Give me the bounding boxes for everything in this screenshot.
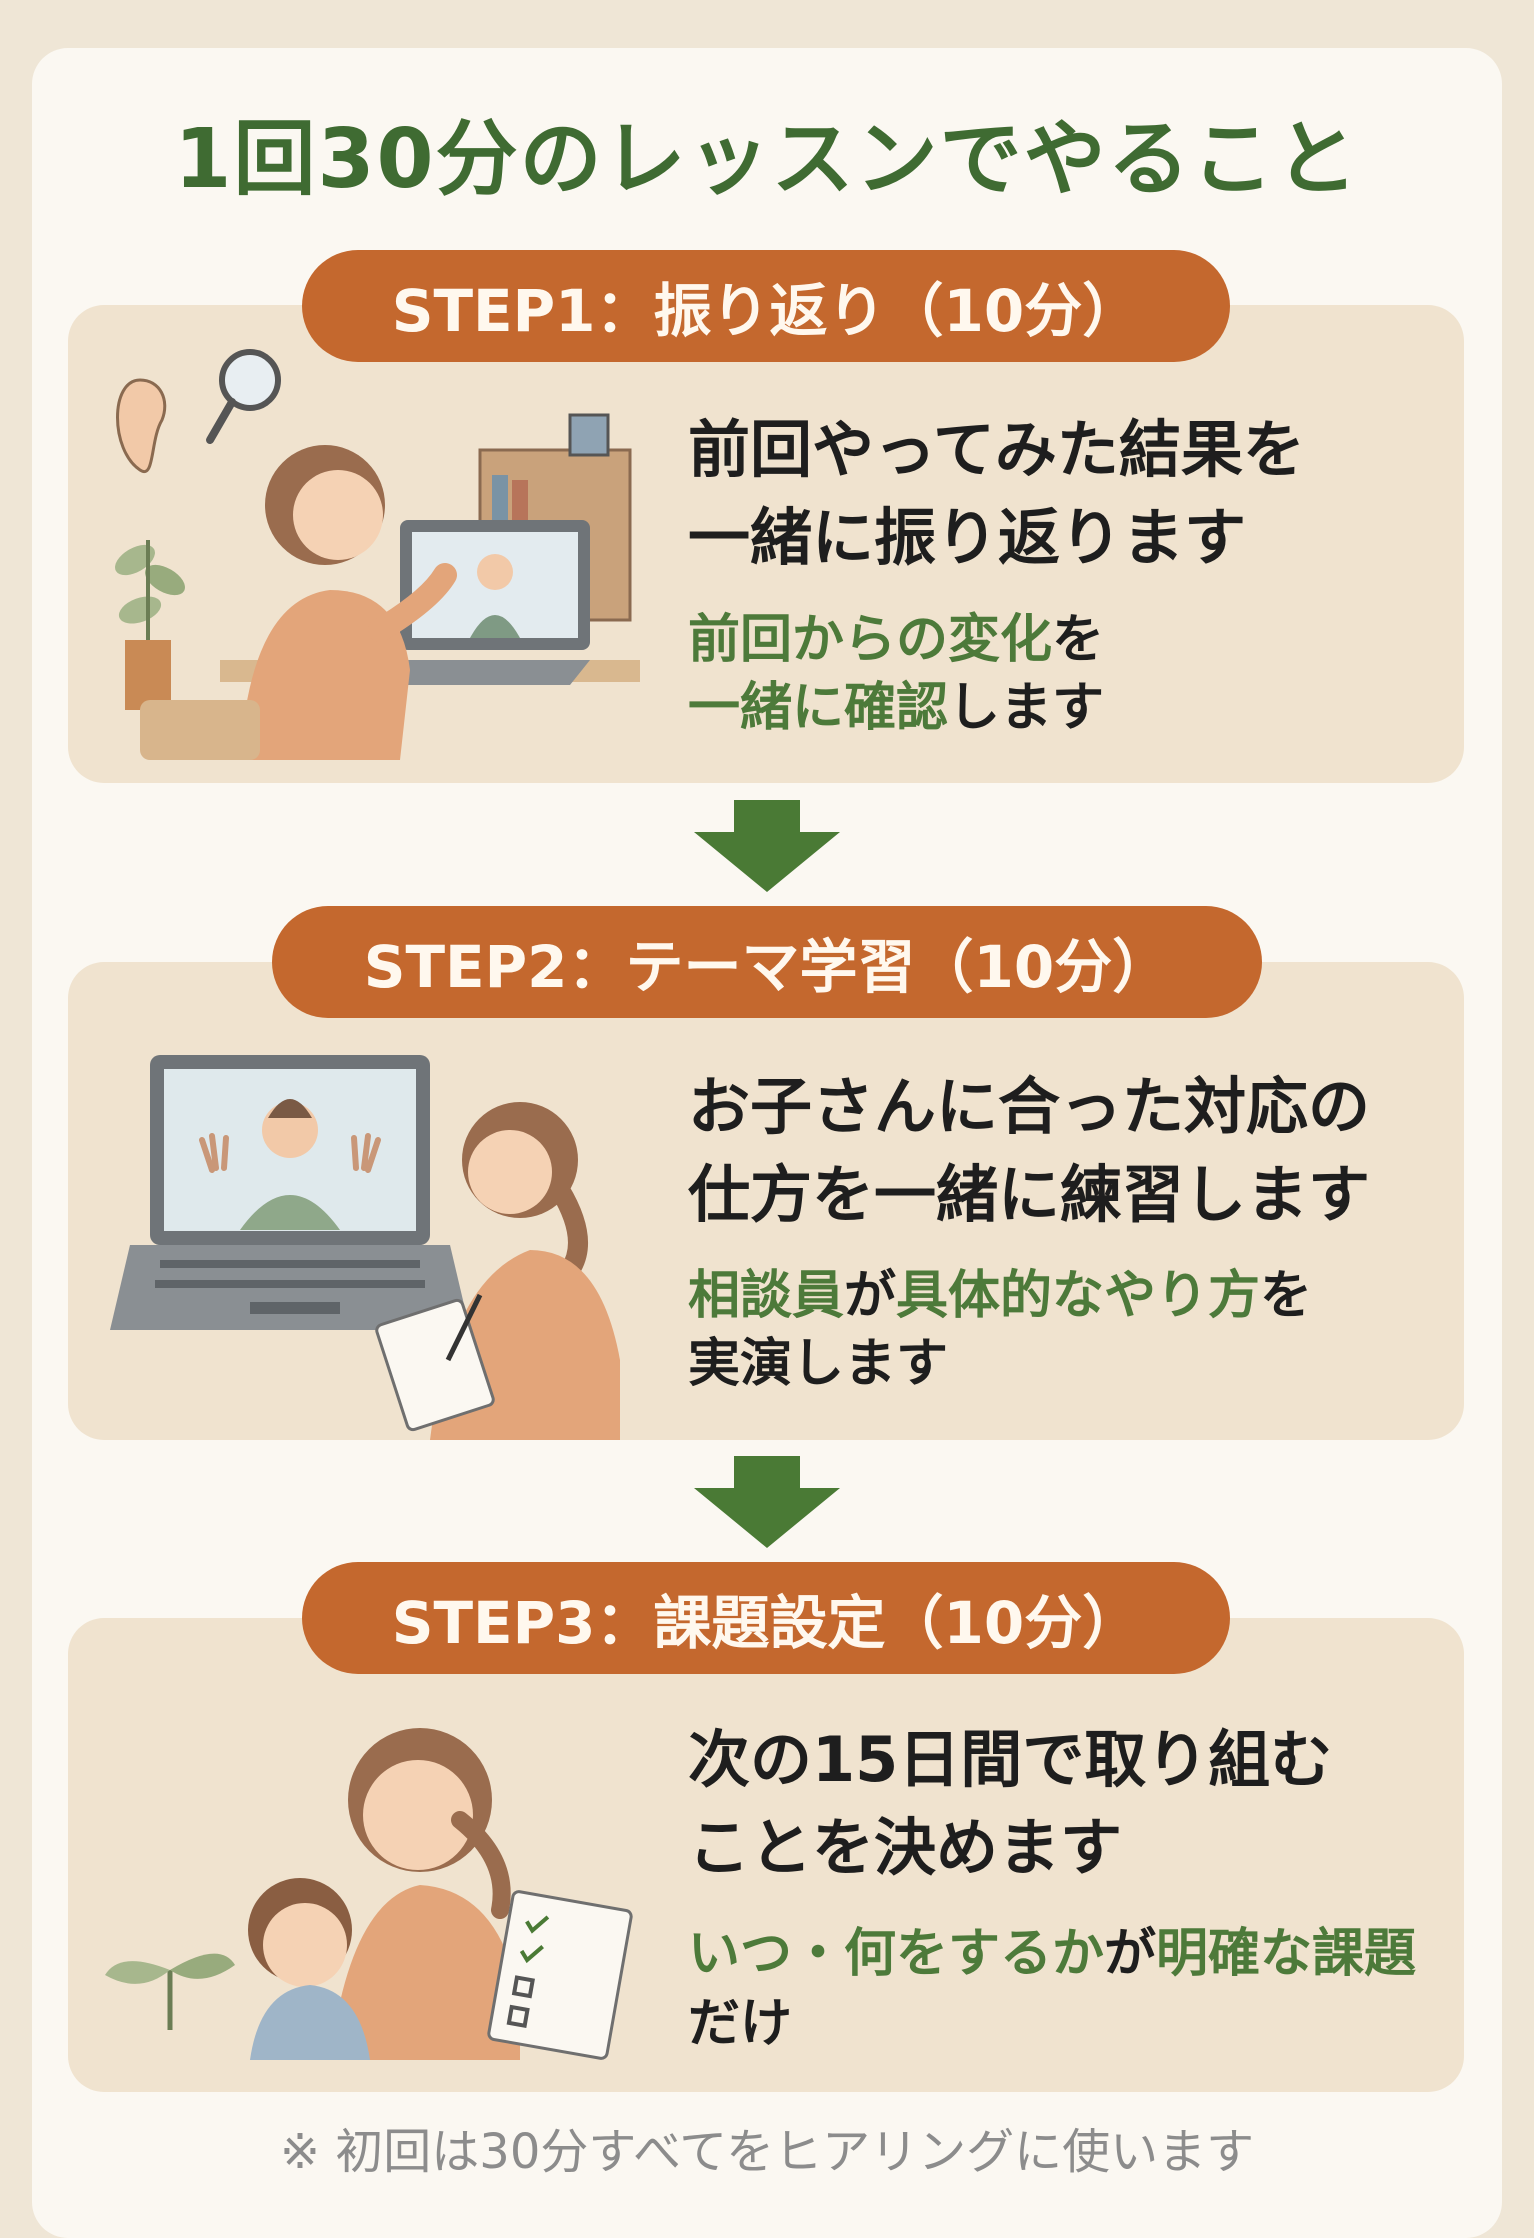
step1-heading-line1: 前回やってみた結果を	[688, 413, 1305, 486]
ear-icon	[116, 378, 167, 474]
step3-sub-mid: が	[1104, 1924, 1157, 1984]
checkmark-icon	[525, 1915, 550, 1934]
step3-sub-line1: いつ・何をするかが明確な課題	[688, 1920, 1416, 1988]
step1-sub-text: を	[1052, 610, 1105, 670]
step3-label: STEP3：課題設定（10分）	[302, 1562, 1230, 1674]
waving-hand-right	[351, 1133, 381, 1173]
down-arrow-icon	[694, 800, 840, 892]
step1-sub2-text: します	[948, 678, 1105, 738]
step1-sub-line1: 前回からの変化を	[688, 606, 1104, 674]
step1-heading-line2: 一緒に振り返ります	[688, 501, 1247, 574]
sprout-icon	[105, 1961, 170, 1984]
waving-hand-left	[199, 1133, 229, 1173]
step2-sub-highlight-b: 具体的なやり方	[896, 1266, 1261, 1326]
step2-label: STEP2：テーマ学習（10分）	[272, 906, 1262, 1018]
step1-illustration-video-call	[115, 349, 640, 760]
step3-sub-highlight-b: 明確な課題	[1156, 1924, 1417, 1984]
step2-heading-line2: 仕方を一緒に練習します	[688, 1158, 1371, 1231]
step3-illustration-parent-child	[105, 1728, 633, 2060]
step3-sub-highlight-a: いつ・何をするか	[688, 1924, 1105, 1984]
step2-sub-rest: を	[1260, 1266, 1313, 1326]
step2-sub-line2: 実演します	[688, 1334, 949, 1394]
page-title: 1回30分のレッスンでやること	[174, 112, 1360, 207]
step2-sub-mid: が	[844, 1266, 897, 1326]
step2-sub-highlight-a: 相談員	[688, 1266, 845, 1326]
step3-heading-line1: 次の15日間で取り組む	[688, 1723, 1333, 1796]
footnote: ※ 初回は30分すべてをヒアリングに使います	[279, 2124, 1255, 2180]
step2-illustration-online-lesson	[110, 1055, 620, 1440]
step3-heading-line2: ことを決めます	[688, 1811, 1123, 1884]
step1-sub2-highlight: 一緒に確認	[688, 678, 949, 738]
step1-sub-highlight: 前回からの変化	[688, 610, 1053, 670]
step1-label: STEP1：振り返り（10分）	[302, 250, 1230, 362]
step3-sub-line2: だけ	[688, 1994, 793, 2054]
magnifier-icon	[219, 349, 281, 411]
step2-heading-line1: お子さんに合った対応の	[688, 1070, 1371, 1143]
step2-sub-line1: 相談員が具体的なやり方を	[688, 1262, 1312, 1330]
down-arrow-icon	[694, 1456, 840, 1548]
step1-sub-line2: 一緒に確認します	[688, 674, 1104, 742]
